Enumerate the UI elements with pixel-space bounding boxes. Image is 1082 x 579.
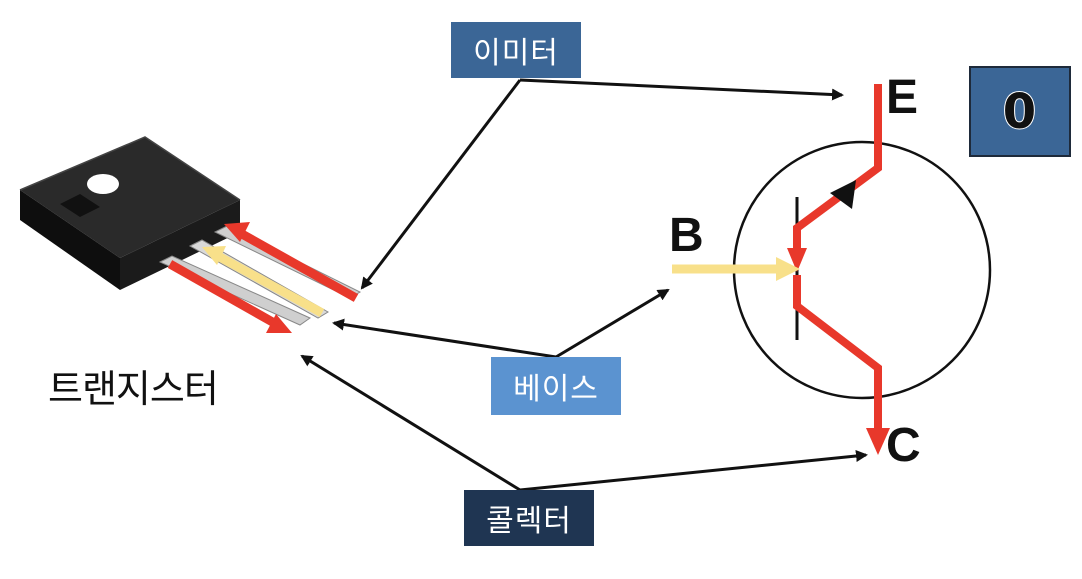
collector-wire [793,275,882,432]
base-pin-letter: B [669,209,704,262]
emitter-wire [793,84,882,255]
leg-flow-arrows [167,222,359,333]
transistor-package-icon [19,136,241,290]
collector-label: 콜렉터 [486,504,572,539]
callout-lines [300,78,868,492]
counter-value: 0 [1002,83,1038,141]
collector-wire-arrowhead [866,428,890,455]
counter-box: 0 [969,66,1071,157]
base-wire-arrowhead [776,257,800,281]
emitter-label-box: 이미터 [451,22,581,78]
transistor-title: 트랜지스터 [48,367,219,411]
emitter-wire-arrowhead [787,248,807,272]
base-label-box: 베이스 [491,357,621,415]
collector-pin-letter: C [886,419,921,472]
collector-label-box: 콜렉터 [464,490,594,546]
base-label: 베이스 [513,372,599,407]
emitter-symbol-arrow-icon [830,180,856,209]
emitter-pin-letter: E [886,71,919,124]
emitter-label: 이미터 [473,36,559,71]
